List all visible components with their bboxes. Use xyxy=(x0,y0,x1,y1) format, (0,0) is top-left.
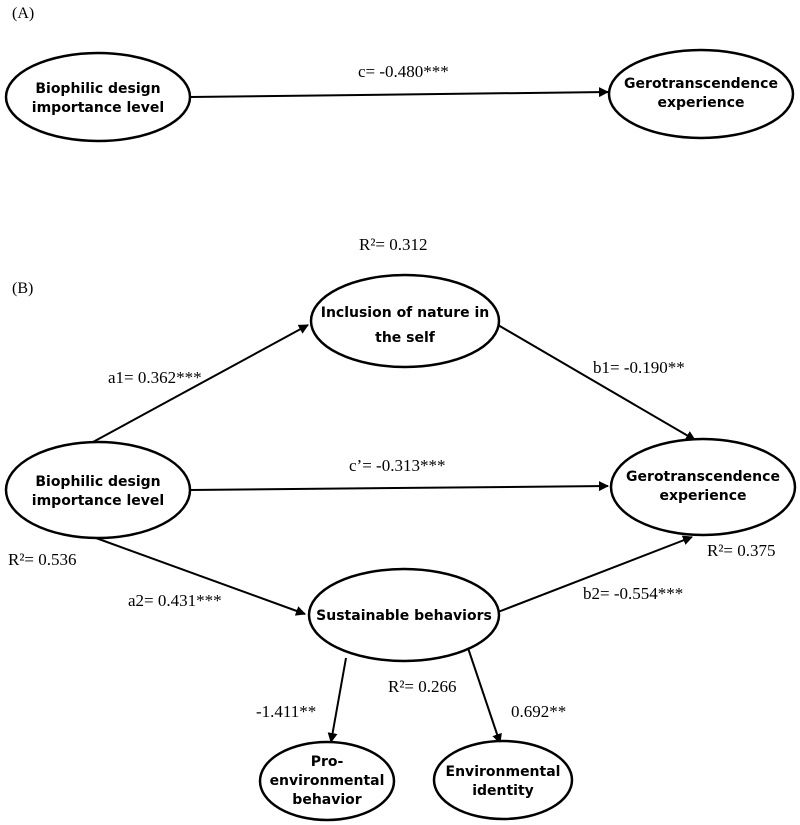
node-b-mediator2: Sustainable behaviors xyxy=(307,567,501,663)
node-b-indicator1-line1: Pro- xyxy=(311,754,344,770)
label-path-c-prime: c’= -0.313*** xyxy=(349,456,445,475)
edge-b-mediator2-to-indicator1 xyxy=(327,657,347,743)
node-a-outcome-line1: Gerotranscendence xyxy=(624,76,778,92)
node-b-mediator2-line1: Sustainable behaviors xyxy=(316,608,492,624)
node-b-predictor-line1: Biophilic design xyxy=(35,474,160,490)
node-b-mediator1-line1: Inclusion of nature in xyxy=(321,305,490,321)
node-b-outcome-line2: experience xyxy=(659,488,746,504)
node-b-outcome: Gerotranscendence experience xyxy=(609,437,797,537)
node-a-outcome: Gerotranscendence experience xyxy=(607,48,795,140)
label-r2-predictor: R²= 0.536 xyxy=(8,550,77,569)
edge-a-predictor-to-outcome xyxy=(189,87,609,98)
edge-b-predictor-to-mediator1 xyxy=(92,324,309,443)
label-path-c: c= -0.480*** xyxy=(358,62,449,81)
node-b-indicator2-line2: identity xyxy=(472,783,534,799)
node-b-indicator1-line2: environmental xyxy=(270,773,385,789)
node-a-predictor: Biophilic design importance level xyxy=(4,51,192,143)
node-b-predictor: Biophilic design importance level xyxy=(4,440,192,540)
node-b-mediator1-line2: the self xyxy=(375,330,436,346)
node-b-outcome-line1: Gerotranscendence xyxy=(626,469,780,485)
edge-b-mediator2-to-outcome xyxy=(497,535,693,613)
node-b-indicator2-line1: Environmental xyxy=(446,764,561,780)
edge-b-predictor-to-outcome xyxy=(189,481,609,492)
label-r2-mediator2: R²= 0.266 xyxy=(388,677,457,696)
node-b-mediator1: Inclusion of nature in the self xyxy=(309,273,501,369)
label-loading2: 0.692** xyxy=(511,702,566,721)
edge-b-mediator2-to-indicator2 xyxy=(467,647,502,744)
label-loading1: -1.411** xyxy=(256,702,316,721)
label-r2-outcome: R²= 0.375 xyxy=(707,541,776,560)
panel-b-label: (B) xyxy=(12,280,33,297)
node-b-indicator1-line3: behavior xyxy=(292,792,361,808)
node-b-indicator1: Pro- environmental behavior xyxy=(258,740,396,822)
panel-a-label: (A) xyxy=(12,5,34,22)
label-r2-mediator1: R²= 0.312 xyxy=(359,235,428,254)
label-path-a1: a1= 0.362*** xyxy=(108,368,202,387)
node-b-indicator2: Environmental identity xyxy=(432,739,574,821)
edge-b-mediator1-to-outcome xyxy=(497,324,696,441)
node-a-outcome-line2: experience xyxy=(657,95,744,111)
node-a-predictor-line2: importance level xyxy=(32,100,164,116)
node-a-predictor-line1: Biophilic design xyxy=(35,81,160,97)
label-path-a2: a2= 0.431*** xyxy=(128,591,222,610)
node-b-predictor-line2: importance level xyxy=(32,493,164,509)
label-path-b1: b1= -0.190** xyxy=(593,358,685,377)
edge-b-predictor-to-mediator2 xyxy=(95,537,306,616)
label-path-b2: b2= -0.554*** xyxy=(583,584,683,603)
